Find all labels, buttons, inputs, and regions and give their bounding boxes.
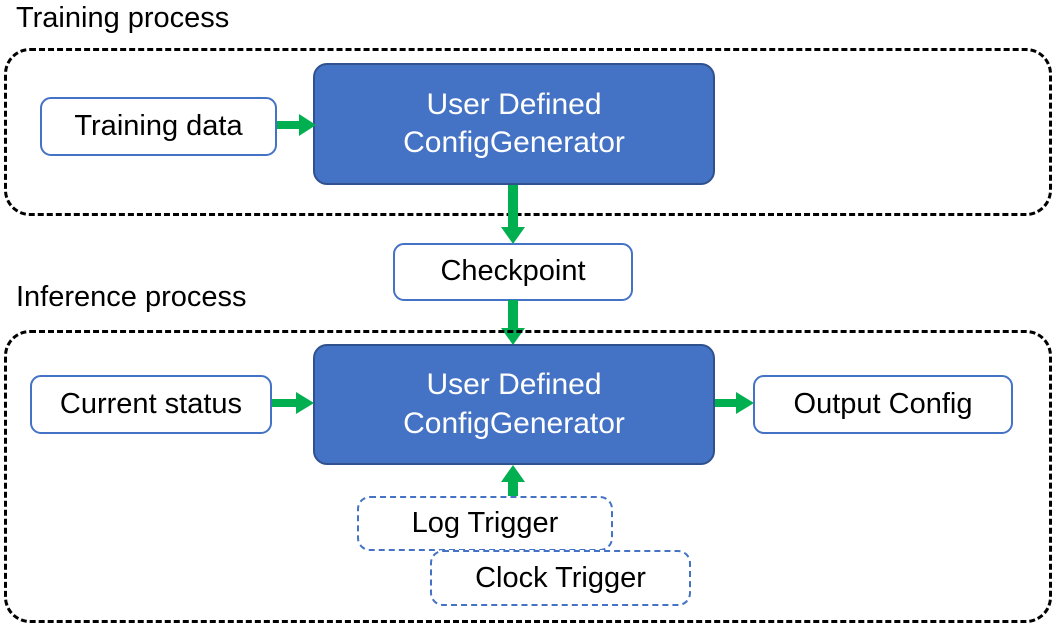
inference-process-caption: Inference process bbox=[16, 281, 247, 313]
node-log-trigger[interactable]: Log Trigger bbox=[357, 496, 613, 551]
node-output-config[interactable]: Output Config bbox=[753, 375, 1013, 434]
node-training-config-generator[interactable]: User Defined ConfigGenerator bbox=[313, 63, 715, 185]
node-training-config-generator-line1: User Defined bbox=[426, 87, 602, 121]
node-current-status[interactable]: Current status bbox=[30, 375, 272, 434]
node-training-config-generator-line2: ConfigGenerator bbox=[403, 126, 625, 159]
node-inference-config-generator-line2: ConfigGenerator bbox=[403, 406, 625, 440]
arrow-triggers-to-generator bbox=[499, 465, 527, 510]
arrow-checkpoint-to-inference-generator bbox=[499, 300, 527, 346]
inference-process-container bbox=[4, 330, 1052, 623]
node-log-trigger-label: Log Trigger bbox=[411, 507, 559, 539]
node-clock-trigger-label: Clock Trigger bbox=[475, 561, 646, 594]
node-inference-config-generator[interactable]: User Defined ConfigGenerator bbox=[313, 344, 715, 465]
node-inference-config-generator-line1: User Defined bbox=[426, 368, 602, 402]
arrow-training-data-to-generator bbox=[277, 112, 317, 138]
training-process-container bbox=[4, 48, 1052, 216]
arrow-generator-to-output-config bbox=[715, 390, 755, 416]
node-checkpoint-label: Checkpoint bbox=[440, 255, 586, 288]
training-process-caption: Training process bbox=[16, 2, 230, 34]
node-current-status-label: Current status bbox=[59, 387, 243, 420]
node-output-config-label: Output Config bbox=[793, 387, 973, 420]
node-checkpoint[interactable]: Checkpoint bbox=[393, 243, 633, 301]
arrow-generator-to-checkpoint bbox=[499, 185, 527, 245]
node-training-data[interactable]: Training data bbox=[40, 97, 277, 156]
node-clock-trigger[interactable]: Clock Trigger bbox=[430, 550, 691, 606]
node-training-data-label: Training data bbox=[74, 109, 243, 142]
arrow-current-status-to-generator bbox=[272, 390, 315, 416]
